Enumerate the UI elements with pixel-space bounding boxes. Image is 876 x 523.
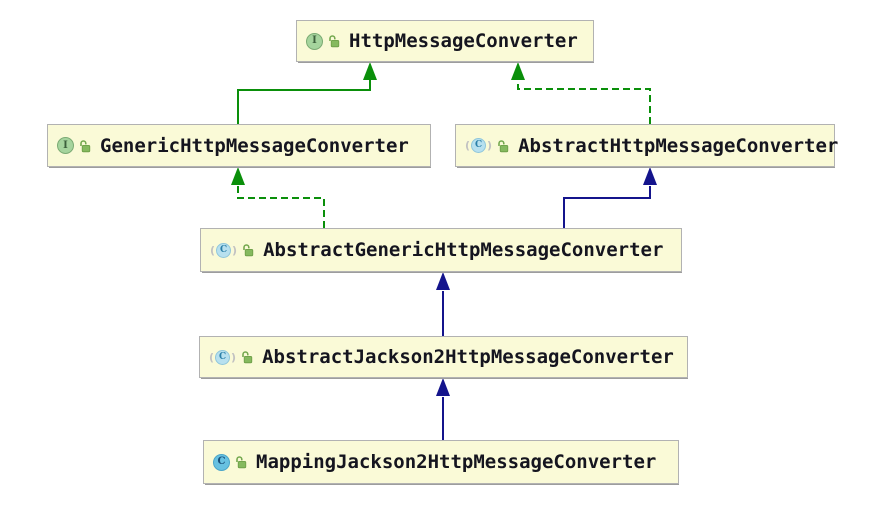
node-httpmessageconverter[interactable]: I HttpMessageConverter bbox=[296, 20, 594, 62]
arrowhead bbox=[643, 167, 657, 185]
public-lock-icon bbox=[234, 455, 247, 469]
arrowhead bbox=[436, 378, 450, 396]
interface-icon: I bbox=[306, 32, 323, 50]
public-lock-icon bbox=[327, 34, 340, 48]
node-abstracthttpmessageconverter[interactable]: C AbstractHttpMessageConverter bbox=[455, 124, 839, 167]
arrowhead bbox=[363, 62, 377, 80]
node-abstractgenerichttpmessageconverter[interactable]: C AbstractGenericHttpMessageConverter bbox=[200, 228, 682, 272]
public-lock-icon bbox=[496, 139, 509, 153]
arrowhead bbox=[511, 62, 525, 80]
interface-icon: I bbox=[57, 137, 74, 154]
class-icon: C bbox=[213, 453, 230, 471]
node-label: AbstractHttpMessageConverter bbox=[518, 134, 839, 157]
node-generichttpmessageconverter[interactable]: I GenericHttpMessageConverter bbox=[47, 124, 431, 167]
abstract-class-icon: C bbox=[209, 349, 236, 365]
edge-abstractjackson2-extends-abstractgeneric bbox=[436, 272, 450, 336]
node-label: GenericHttpMessageConverter bbox=[100, 134, 409, 157]
public-lock-icon bbox=[240, 350, 253, 364]
node-label: HttpMessageConverter bbox=[349, 30, 578, 52]
node-label: AbstractJackson2HttpMessageConverter bbox=[262, 346, 674, 368]
edge-abstractgeneric-implements-generic bbox=[231, 167, 325, 228]
node-abstractjackson2httpmessageconverter[interactable]: C AbstractJackson2HttpMessageConverter bbox=[199, 336, 688, 378]
node-label: AbstractGenericHttpMessageConverter bbox=[263, 239, 664, 261]
public-lock-icon bbox=[241, 243, 254, 257]
edge-abstracthttp-implements-httpmessageconverter bbox=[511, 62, 651, 124]
arrowhead bbox=[231, 167, 245, 185]
edge-generic-extends-httpmessageconverter bbox=[237, 62, 377, 124]
abstract-class-icon: C bbox=[465, 138, 492, 153]
arrowhead bbox=[436, 272, 450, 290]
node-mappingjackson2httpmessageconverter[interactable]: C MappingJackson2HttpMessageConverter bbox=[203, 440, 679, 484]
public-lock-icon bbox=[78, 139, 91, 153]
edge-abstractgeneric-extends-abstracthttp bbox=[563, 167, 657, 228]
node-label: MappingJackson2HttpMessageConverter bbox=[256, 451, 657, 473]
abstract-class-icon: C bbox=[210, 242, 237, 258]
edge-mappingjackson2-extends-abstractjackson2 bbox=[436, 378, 450, 440]
